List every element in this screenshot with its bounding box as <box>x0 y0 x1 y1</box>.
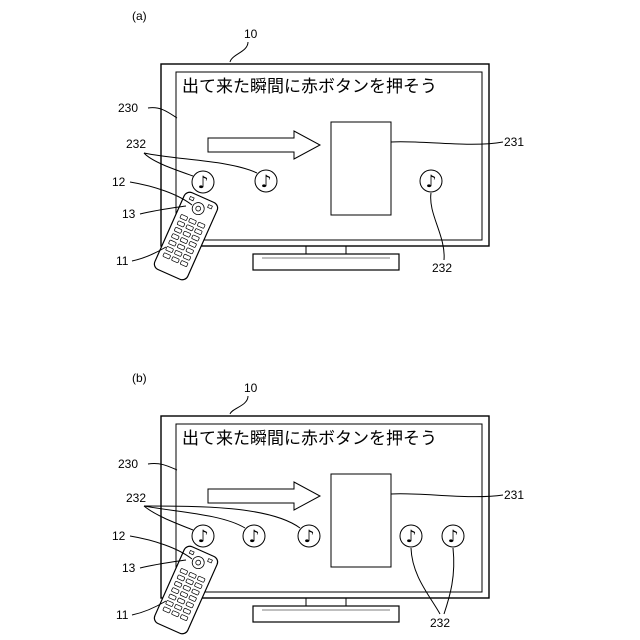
note-label-upper: 232 <box>126 491 146 505</box>
panel-label: (a) <box>132 9 147 23</box>
button-12-label: 12 <box>112 175 126 189</box>
tv-leader-line <box>230 396 248 414</box>
panel-b: (b) 10 出て来た瞬間に赤ボタンを押そう ♪ ♪ ♪ ♪ ♪ <box>112 371 524 636</box>
note-label-lower: 232 <box>432 261 452 275</box>
remote-control <box>152 544 219 635</box>
tv-stand-neck <box>306 598 346 606</box>
note-leader-line <box>444 548 454 614</box>
object-rect <box>331 122 391 215</box>
movement-arrow <box>208 482 320 510</box>
tv-leader-line <box>230 42 248 62</box>
tv-label: 10 <box>244 381 258 395</box>
music-note-icon: ♪ <box>420 170 442 192</box>
music-note-icon: ♪ <box>298 525 320 547</box>
note-label-upper: 232 <box>126 137 146 151</box>
tv-stand-base <box>253 606 399 622</box>
tv-stand-base <box>253 254 399 270</box>
object-label: 231 <box>504 135 524 149</box>
music-note-icon: ♪ <box>442 525 464 547</box>
music-note-icon: ♪ <box>243 525 265 547</box>
svg-text:♪: ♪ <box>198 173 209 193</box>
tv-screen <box>176 72 482 240</box>
note-leader-line <box>144 506 245 528</box>
screen-leader-line <box>148 108 177 118</box>
object-label: 231 <box>504 488 524 502</box>
remote-label: 11 <box>116 254 129 268</box>
svg-text:♪: ♪ <box>198 527 209 547</box>
note-leader-line <box>411 548 440 614</box>
svg-text:♪: ♪ <box>261 172 272 192</box>
button-13-label: 13 <box>122 561 136 575</box>
svg-text:♪: ♪ <box>426 172 437 192</box>
music-note-icon: ♪ <box>192 525 214 547</box>
object-leader-line <box>391 142 503 145</box>
music-note-icon: ♪ <box>192 171 214 193</box>
screen-leader-line <box>148 463 177 470</box>
object-rect <box>331 474 391 567</box>
tv-label: 10 <box>244 27 258 41</box>
movement-arrow <box>208 131 320 159</box>
svg-text:♪: ♪ <box>249 527 260 547</box>
svg-text:♪: ♪ <box>406 527 417 547</box>
screen-label: 230 <box>118 101 138 115</box>
remote-control <box>152 190 219 281</box>
music-note-icon: ♪ <box>400 525 422 547</box>
note-label-lower: 232 <box>430 616 450 630</box>
screen-label: 230 <box>118 457 138 471</box>
svg-text:♪: ♪ <box>304 527 315 547</box>
music-note-icon: ♪ <box>255 170 277 192</box>
screen-instruction-text: 出て来た瞬間に赤ボタンを押そう <box>182 77 437 97</box>
panel-a: (a) 10 出て来た瞬間に赤ボタンを押そう ♪ ♪ ♪ <box>112 9 524 282</box>
button-13-label: 13 <box>122 207 136 221</box>
remote-label: 11 <box>116 608 129 622</box>
svg-text:♪: ♪ <box>448 527 459 547</box>
button-12-label: 12 <box>112 529 126 543</box>
screen-instruction-text: 出て来た瞬間に赤ボタンを押そう <box>182 429 437 449</box>
object-leader-line <box>391 494 503 497</box>
note-leader-line <box>431 193 444 260</box>
tv-stand-neck <box>306 246 346 254</box>
panel-label: (b) <box>132 371 147 385</box>
